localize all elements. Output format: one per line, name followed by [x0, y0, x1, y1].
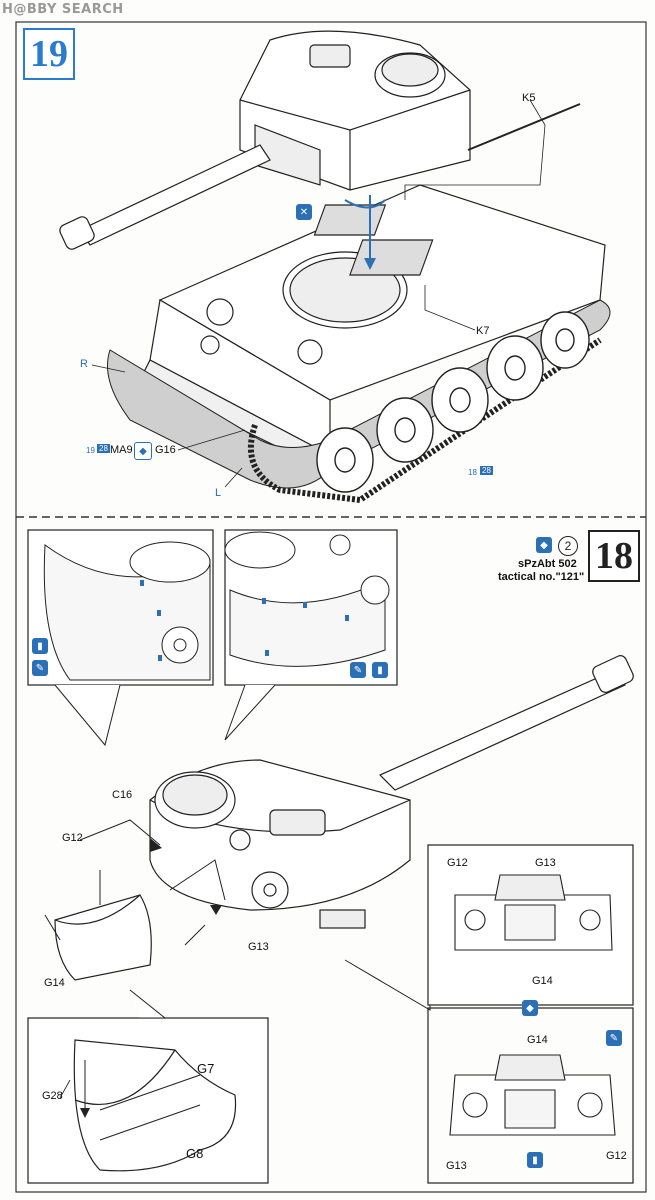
label-g28: G28 [42, 1090, 63, 1102]
label-g8: G8 [186, 1146, 204, 1161]
step-18-number: 18 [588, 530, 640, 582]
gun-barrel-step18 [378, 655, 634, 791]
antenna-k5 [467, 103, 581, 151]
inset-top-g13: G13 [535, 857, 556, 869]
tank-hull [139, 184, 606, 471]
paint-icon: ▮ [32, 638, 48, 654]
label-l: L [215, 487, 222, 499]
label-r: R [80, 358, 88, 370]
tank-turret [239, 30, 471, 191]
label-k5: K5 [522, 92, 536, 104]
label-c16: C16 [112, 789, 133, 801]
glue-icon-inset: ◆ [522, 1000, 538, 1016]
ref-right-a: 18 [468, 468, 477, 477]
ref-left-a: 19 [86, 446, 95, 455]
tactical-label: tactical no."121" [498, 571, 585, 583]
paint-icon-right: ▮ [372, 662, 388, 678]
ref-right-b: 28 [480, 466, 493, 475]
label-ma9: MA9 [110, 444, 133, 456]
brush-icon-right: ✎ [350, 662, 366, 678]
inset-top-g14: G14 [532, 975, 553, 987]
brush-icon-inset: ✎ [606, 1030, 622, 1046]
inset-bottom-g14: G14 [527, 1034, 548, 1046]
page-frame [15, 21, 647, 1193]
ref-left-b: 28 [97, 444, 110, 453]
brush-icon: ✎ [32, 660, 48, 676]
inset-top-g12: G12 [447, 857, 468, 869]
inset-bottom-g12: G12 [606, 1150, 627, 1162]
label-g13: G13 [248, 941, 269, 953]
inset-bottom-g13: G13 [446, 1160, 467, 1172]
stowage-bin [54, 894, 152, 981]
label-g14: G14 [44, 977, 65, 989]
step-19-number: 19 [23, 28, 75, 80]
road-wheels [316, 311, 590, 493]
watermark: H@BBY SEARCH [2, 2, 124, 17]
turret-step18 [149, 759, 411, 929]
decal-icon: ◆ [536, 537, 552, 553]
label-g7: G7 [197, 1061, 215, 1076]
paint-icon-inset: ▮ [527, 1152, 543, 1168]
glue-icon: ◆ [134, 442, 152, 460]
label-k7: K7 [476, 325, 490, 337]
marking-number: 2 [558, 536, 578, 556]
label-g12: G12 [62, 832, 83, 844]
rotate-arrow [344, 199, 386, 209]
unit-label: sPzAbt 502 [518, 558, 577, 570]
gun-barrel [59, 144, 271, 250]
label-g16: G16 [155, 444, 176, 456]
rotate-icon: ✕ [296, 204, 312, 220]
